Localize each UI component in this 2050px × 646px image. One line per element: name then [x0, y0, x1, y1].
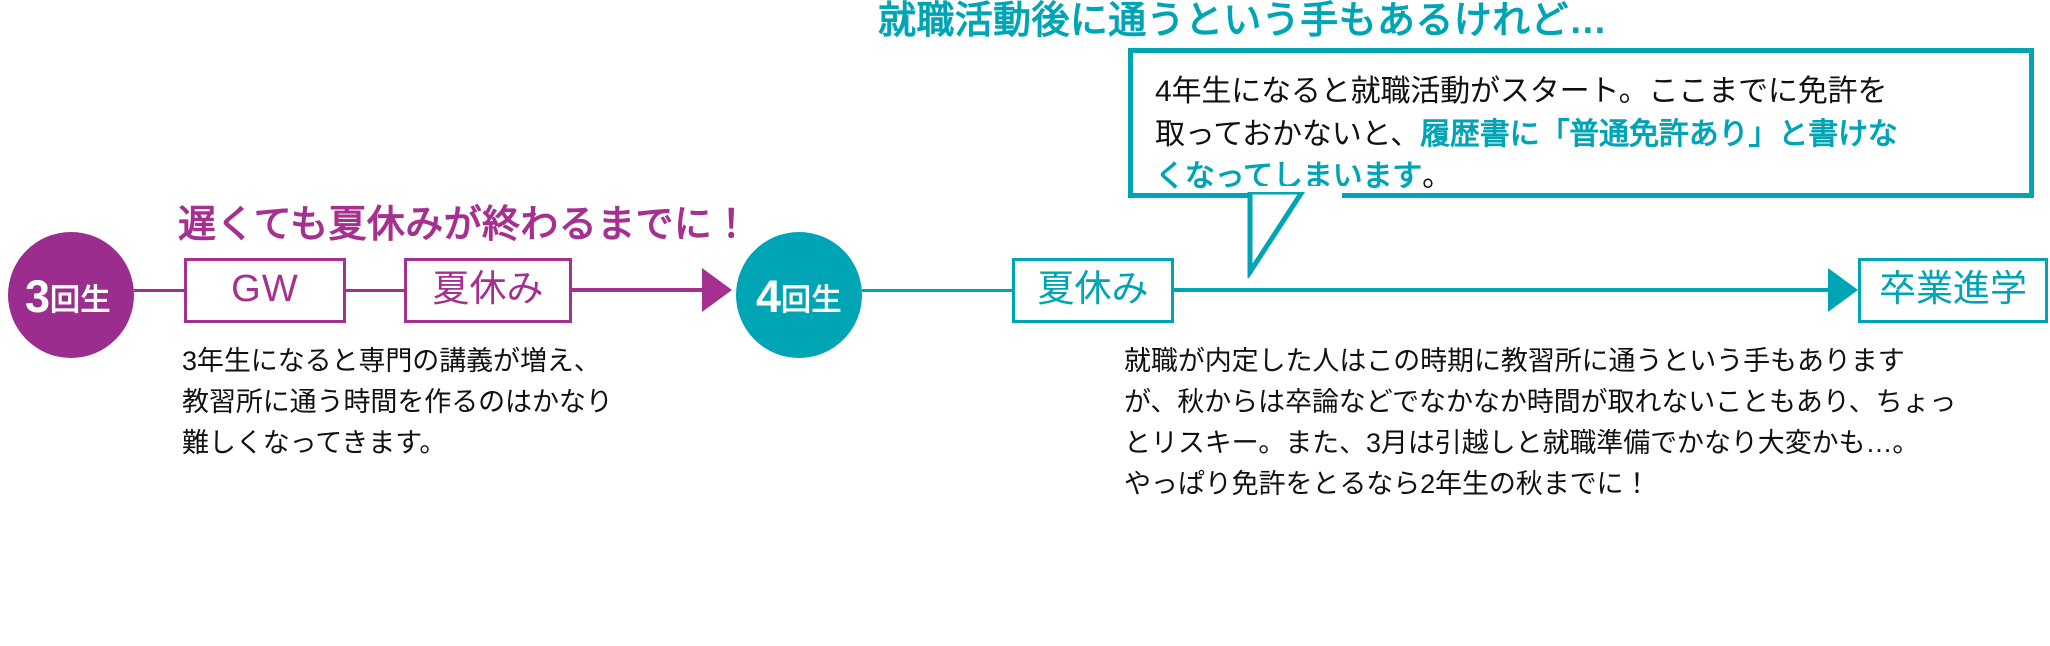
callout-line-2-highlight: 履歴書に「普通免許あり」と書けな [1420, 117, 1898, 151]
callout-line-2: 取っておかないと、履歴書に「普通免許あり」と書けな [1155, 114, 2007, 157]
stage-box-graduation-label: 卒業進学 [1879, 268, 2027, 309]
year-circle-4-number: 4 [756, 270, 782, 322]
year-circle-3-number: 3 [25, 270, 51, 322]
callout-line-3-plain: 。 [1422, 160, 1453, 194]
connector-line-gw-to-summer [344, 289, 406, 292]
stage-box-gw-label: GW [231, 267, 299, 310]
right-track-body-text: 就職が内定した人はこの時期に教習所に通うという手もあります が、秋からは卒論など… [1124, 346, 1957, 500]
stage-box-summer-break-4th: 夏休み [1012, 258, 1174, 323]
connector-line-circle4-to-summer [862, 289, 1014, 292]
arrow-summer-to-graduation-shaft [1172, 288, 1828, 292]
year-circle-4-unit: 回生 [781, 284, 842, 317]
arrow-year3-to-year4-head-icon [702, 268, 732, 312]
stage-box-summer-break-4th-label: 夏休み [1037, 268, 1149, 309]
stage-box-graduation: 卒業進学 [1858, 258, 2048, 323]
right-track-headline: 就職活動後に通うという手もあるけれど… [878, 0, 1608, 42]
callout-line-1: 4年生になると就職活動がスタート。ここまでに免許を [1155, 75, 1888, 108]
callout-line-2-plain: 取っておかないと、 [1155, 117, 1421, 151]
arrow-summer-to-graduation-head-icon [1828, 268, 1858, 312]
stage-box-summer-break-3rd: 夏休み [404, 258, 572, 323]
arrow-year3-to-year4 [570, 268, 732, 312]
left-track-body-text: 3年生になると専門の講義が増え、 教習所に通う時間を作るのはかなり 難しくなって… [182, 346, 613, 459]
arrow-year3-to-year4-shaft [570, 288, 702, 292]
connector-line-circle3-to-gw [134, 289, 186, 292]
year-circle-3: 3 回生 [8, 232, 134, 358]
stage-box-summer-break-3rd-label: 夏休み [432, 268, 544, 309]
callout-tail-icon [1244, 186, 1348, 281]
callout-speech-bubble: 4年生になると就職活動がスタート。ここまでに免許を 取っておかないと、履歴書に「… [1128, 48, 2034, 198]
year-circle-4: 4 回生 [736, 232, 862, 358]
year-circle-3-unit: 回生 [50, 284, 111, 317]
left-track-headline: 遅くても夏休みが終わるまでに！ [178, 204, 751, 246]
stage-box-gw: GW [184, 258, 346, 323]
arrow-summer-to-graduation [1172, 268, 1858, 312]
